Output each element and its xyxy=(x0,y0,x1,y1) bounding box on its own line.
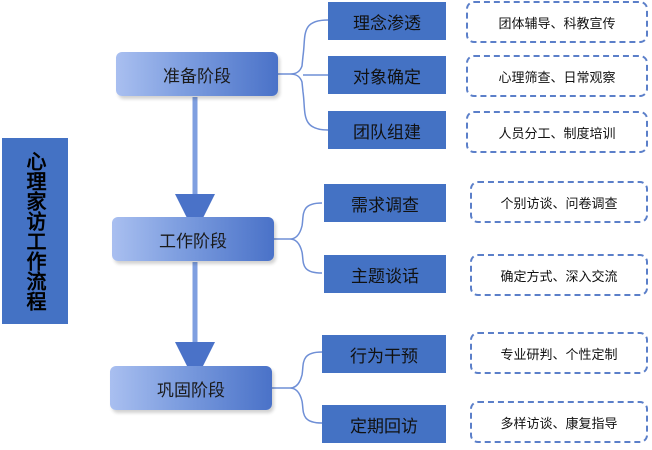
note-team-building: 人员分工、制度培训 xyxy=(466,111,648,153)
stage-preparation: 准备阶段 xyxy=(116,52,278,96)
stage-working: 工作阶段 xyxy=(112,217,274,261)
flow-title: 心理家访工作流程 xyxy=(2,138,68,324)
note-needs-survey: 个别访谈、问卷调查 xyxy=(470,181,648,223)
step-needs-survey: 需求调查 xyxy=(324,184,446,222)
note-regular-revisit: 多样访谈、康复指导 xyxy=(470,401,648,443)
stage-consolidation: 巩固阶段 xyxy=(110,366,272,410)
bracket-stage-1 xyxy=(278,19,329,131)
step-regular-revisit: 定期回访 xyxy=(322,405,446,443)
step-theme-talk: 主题谈话 xyxy=(324,255,446,293)
bracket-stage-3 xyxy=(272,351,323,424)
note-behavior-intervention: 专业研判、个性定制 xyxy=(470,332,648,374)
step-concept-infusion: 理念渗透 xyxy=(328,2,446,40)
note-theme-talk: 确定方式、深入交流 xyxy=(470,254,648,296)
step-behavior-intervention: 行为干预 xyxy=(322,335,446,373)
note-concept-infusion: 团体辅导、科教宣传 xyxy=(466,1,648,43)
step-target-identification: 对象确定 xyxy=(328,56,446,94)
step-team-building: 团队组建 xyxy=(328,111,446,149)
note-target-identification: 心理筛查、日常观察 xyxy=(466,55,648,97)
bracket-stage-2 xyxy=(274,202,323,274)
